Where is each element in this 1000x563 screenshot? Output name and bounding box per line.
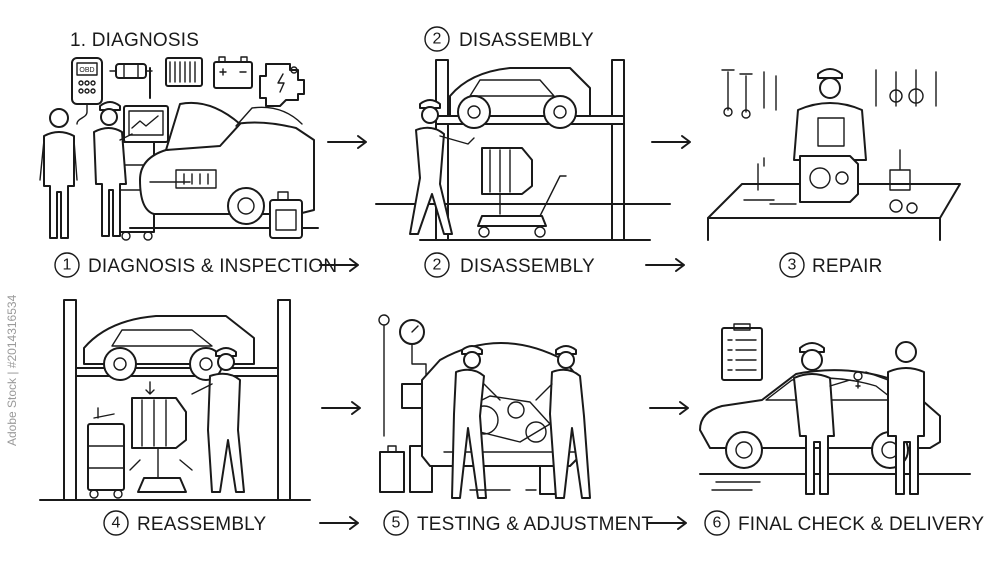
step-number: 5 bbox=[392, 515, 401, 532]
step-label-4: 4 REASSEMBLY bbox=[103, 510, 267, 536]
mechanic-reassembling bbox=[191, 347, 245, 493]
step-number-circle bbox=[704, 510, 730, 536]
mechanic-disassembling bbox=[409, 99, 475, 235]
transmission-reassembly bbox=[129, 381, 193, 493]
flow-arrow bbox=[649, 401, 689, 415]
sockets-set bbox=[875, 69, 937, 107]
scanner-screen-text: OBD bbox=[79, 67, 94, 74]
panel-diagnosis-illustration: OBD bbox=[39, 56, 319, 241]
customer-receiving bbox=[865, 341, 925, 495]
tools-floor-delivery bbox=[711, 481, 761, 491]
car-lift-reassembly bbox=[39, 299, 311, 501]
flow-arrow bbox=[321, 401, 361, 415]
step-number-circle bbox=[54, 252, 80, 278]
step-number: 1 bbox=[63, 257, 72, 274]
label-text: DISASSEMBLY bbox=[459, 30, 594, 51]
step-label-text: TESTING & ADJUSTMENT bbox=[417, 514, 653, 535]
flow-arrow bbox=[327, 135, 367, 149]
jerry-can-icon bbox=[269, 191, 303, 239]
obd-scanner-icon: OBD bbox=[71, 57, 103, 125]
step-label-5: 5 TESTING & ADJUSTMENT bbox=[383, 510, 653, 536]
mechanic-testing-left bbox=[451, 345, 501, 499]
customer-figure bbox=[39, 108, 78, 239]
wrench-set bbox=[721, 69, 777, 119]
step-label-2: 2 DISASSEMBLY bbox=[424, 252, 595, 278]
step-number: 2 bbox=[433, 257, 442, 274]
flow-arrow bbox=[319, 516, 359, 530]
step-label-3: 3 REPAIR bbox=[779, 252, 883, 278]
step-label-1: 1 DIAGNOSIS & INSPECTION bbox=[54, 252, 337, 278]
step-number-circle bbox=[424, 252, 450, 278]
panel-repair-illustration bbox=[707, 68, 961, 241]
flow-arrow bbox=[651, 135, 691, 149]
watermark: Adobe Stock | #2014316534 bbox=[5, 294, 19, 446]
step-label-text: DIAGNOSIS & INSPECTION bbox=[88, 256, 337, 277]
mechanic-figure bbox=[93, 101, 133, 237]
dipstick-icon bbox=[378, 314, 390, 437]
panel-disassembly-illustration bbox=[375, 59, 671, 241]
step-number-circle bbox=[383, 510, 409, 536]
flow-arrow bbox=[319, 258, 359, 272]
workbench bbox=[707, 149, 961, 241]
gauge-icon bbox=[399, 319, 427, 409]
engine-icon bbox=[259, 63, 305, 107]
air-filter-icon bbox=[165, 57, 203, 87]
checklist-icon bbox=[721, 323, 763, 381]
battery-icon bbox=[213, 56, 253, 89]
top-label-disassembly: 2 DISASSEMBLY bbox=[424, 26, 594, 52]
number-circle bbox=[424, 26, 450, 52]
step-number: 4 bbox=[112, 515, 121, 532]
step-label-text: FINAL CHECK & DELIVERY bbox=[738, 514, 984, 535]
panel-delivery-illustration bbox=[699, 323, 971, 495]
lifted-car-reassembly bbox=[83, 315, 255, 381]
panel-reassembly-illustration bbox=[39, 299, 311, 501]
flow-arrow bbox=[645, 258, 685, 272]
step-label-text: REASSEMBLY bbox=[137, 514, 267, 535]
mechanic-delivering bbox=[793, 342, 851, 495]
step-label-text: REPAIR bbox=[812, 256, 883, 277]
transmission-on-jack bbox=[477, 147, 567, 238]
fuel-filter-icon bbox=[109, 63, 153, 79]
step-number-circle bbox=[103, 510, 129, 536]
flow-arrow bbox=[647, 516, 687, 530]
step-label-text: DISASSEMBLY bbox=[460, 256, 595, 277]
mechanic-testing-right bbox=[535, 345, 591, 499]
number-text: 2 bbox=[433, 31, 442, 48]
car-open-hood bbox=[129, 101, 319, 229]
keys-icon bbox=[853, 371, 863, 389]
tool-cart bbox=[87, 407, 125, 499]
step-number: 3 bbox=[788, 257, 797, 274]
lifted-car bbox=[449, 67, 591, 129]
panel-testing-illustration bbox=[378, 314, 591, 499]
step-number-circle bbox=[779, 252, 805, 278]
top-label-diagnosis: 1. DIAGNOSIS bbox=[70, 30, 199, 51]
delivered-car bbox=[699, 369, 971, 475]
mechanic-repairing bbox=[793, 68, 867, 161]
step-label-6: 6 FINAL CHECK & DELIVERY bbox=[704, 510, 984, 536]
step-number: 6 bbox=[713, 515, 722, 532]
